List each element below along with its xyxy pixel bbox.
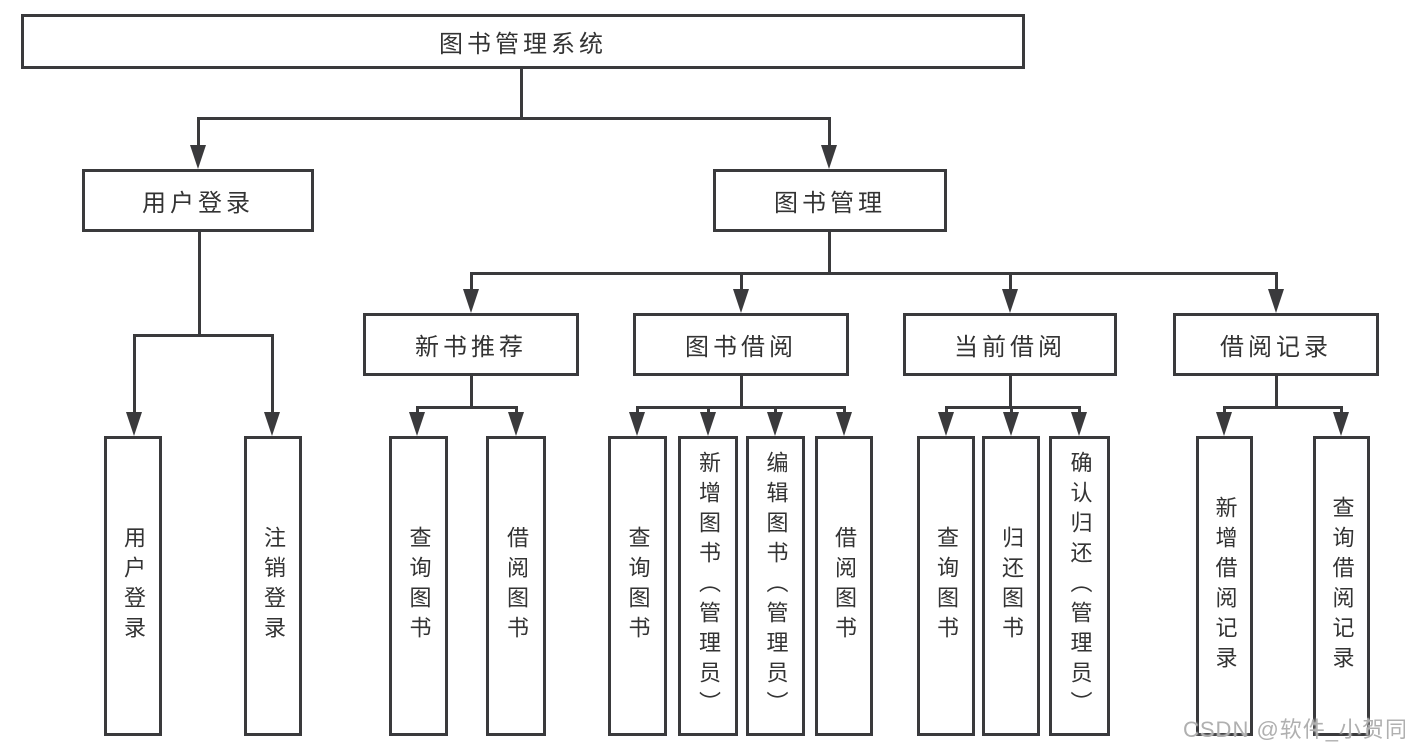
- node-bb-query-book: 查询图书: [608, 436, 667, 736]
- connector-cb-down: [1009, 376, 1012, 408]
- connector-cb-3-stem: [1078, 406, 1081, 414]
- node-cb-confirm-return: 确认归还（管理员）: [1049, 436, 1110, 736]
- node-new-book-rec: 新书推荐: [363, 313, 579, 376]
- connector-bb-4-stem: [843, 406, 846, 414]
- arrowhead-book-mgmt: [821, 145, 837, 169]
- connector-cb-2-stem: [1010, 406, 1013, 414]
- node-br-query-record: 查询借阅记录: [1313, 436, 1370, 736]
- connector-br-2-stem: [1340, 406, 1343, 414]
- node-leaf-user-login: 用户登录: [104, 436, 162, 736]
- arrowhead-br-add: [1216, 412, 1232, 436]
- connector-br-stem: [1275, 272, 1278, 290]
- connector-bb-2-stem: [707, 406, 710, 414]
- connector-rec-stem: [470, 272, 473, 290]
- node-current-borrow: 当前借阅: [903, 313, 1117, 376]
- node-rec-query-book: 查询图书: [389, 436, 448, 736]
- arrowhead-leaf-logout: [264, 412, 280, 436]
- connector-br-down: [1275, 376, 1278, 408]
- node-bb-add-book: 新增图书（管理员）: [678, 436, 738, 736]
- node-rec-borrow-book: 借阅图书: [486, 436, 546, 736]
- node-root: 图书管理系统: [21, 14, 1025, 69]
- arrowhead-bb-edit: [767, 412, 783, 436]
- connector-bb-rail: [636, 406, 846, 409]
- node-bb-borrow-book: 借阅图书: [815, 436, 873, 736]
- connector-rec-rail: [416, 406, 518, 409]
- connector-mgmt-stem: [828, 232, 831, 274]
- node-leaf-logout: 注销登录: [244, 436, 302, 736]
- connector-rec-b-stem: [515, 406, 518, 414]
- arrowhead-bb-borrow: [836, 412, 852, 436]
- node-book-mgmt: 图书管理: [713, 169, 947, 232]
- arrowhead-rec-query: [409, 412, 425, 436]
- connector-root-stem: [520, 69, 523, 119]
- connector-cb-rail: [945, 406, 1081, 409]
- arrowhead-cb-confirm: [1071, 412, 1087, 436]
- connector-bb-3-stem: [774, 406, 777, 414]
- connector-br-rail: [1223, 406, 1343, 409]
- arrowhead-new-book-rec: [463, 289, 479, 313]
- connector-bb-1-stem: [636, 406, 639, 414]
- watermark: CSDN @软件_小贺同学: [1183, 717, 1405, 742]
- node-cb-query-book: 查询图书: [917, 436, 975, 736]
- node-book-borrow: 图书借阅: [633, 313, 849, 376]
- connector-leaf-logout-stem: [271, 334, 274, 414]
- node-user-login: 用户登录: [82, 169, 314, 232]
- connector-rec-down: [470, 376, 473, 408]
- connector-login-stem: [198, 232, 201, 336]
- node-bb-edit-book: 编辑图书（管理员）: [746, 436, 805, 736]
- arrowhead-user-login: [190, 145, 206, 169]
- connector-cb-stem: [1009, 272, 1012, 290]
- arrowhead-borrow-record: [1268, 289, 1284, 313]
- connector-level2-rail: [197, 117, 831, 120]
- node-cb-return-book: 归还图书: [982, 436, 1040, 736]
- connector-level3-rail: [470, 272, 1278, 275]
- arrowhead-bb-add: [700, 412, 716, 436]
- arrowhead-bb-query: [629, 412, 645, 436]
- connector-book-mgmt-stem: [828, 117, 831, 147]
- connector-bb-stem: [740, 272, 743, 290]
- connector-leaf-login-stem: [133, 334, 136, 414]
- connector-cb-1-stem: [945, 406, 948, 414]
- arrowhead-br-query: [1333, 412, 1349, 436]
- connector-bb-down: [740, 376, 743, 408]
- connector-login-rail: [133, 334, 274, 337]
- arrowhead-cb-query: [938, 412, 954, 436]
- node-borrow-record: 借阅记录: [1173, 313, 1379, 376]
- arrowhead-cb-return: [1003, 412, 1019, 436]
- connector-br-1-stem: [1223, 406, 1226, 414]
- arrowhead-current-borrow: [1002, 289, 1018, 313]
- connector-user-login-stem: [197, 117, 200, 147]
- connector-rec-q-stem: [416, 406, 419, 414]
- arrowhead-book-borrow: [733, 289, 749, 313]
- arrowhead-rec-borrow: [508, 412, 524, 436]
- arrowhead-leaf-login: [126, 412, 142, 436]
- node-br-add-record: 新增借阅记录: [1196, 436, 1253, 736]
